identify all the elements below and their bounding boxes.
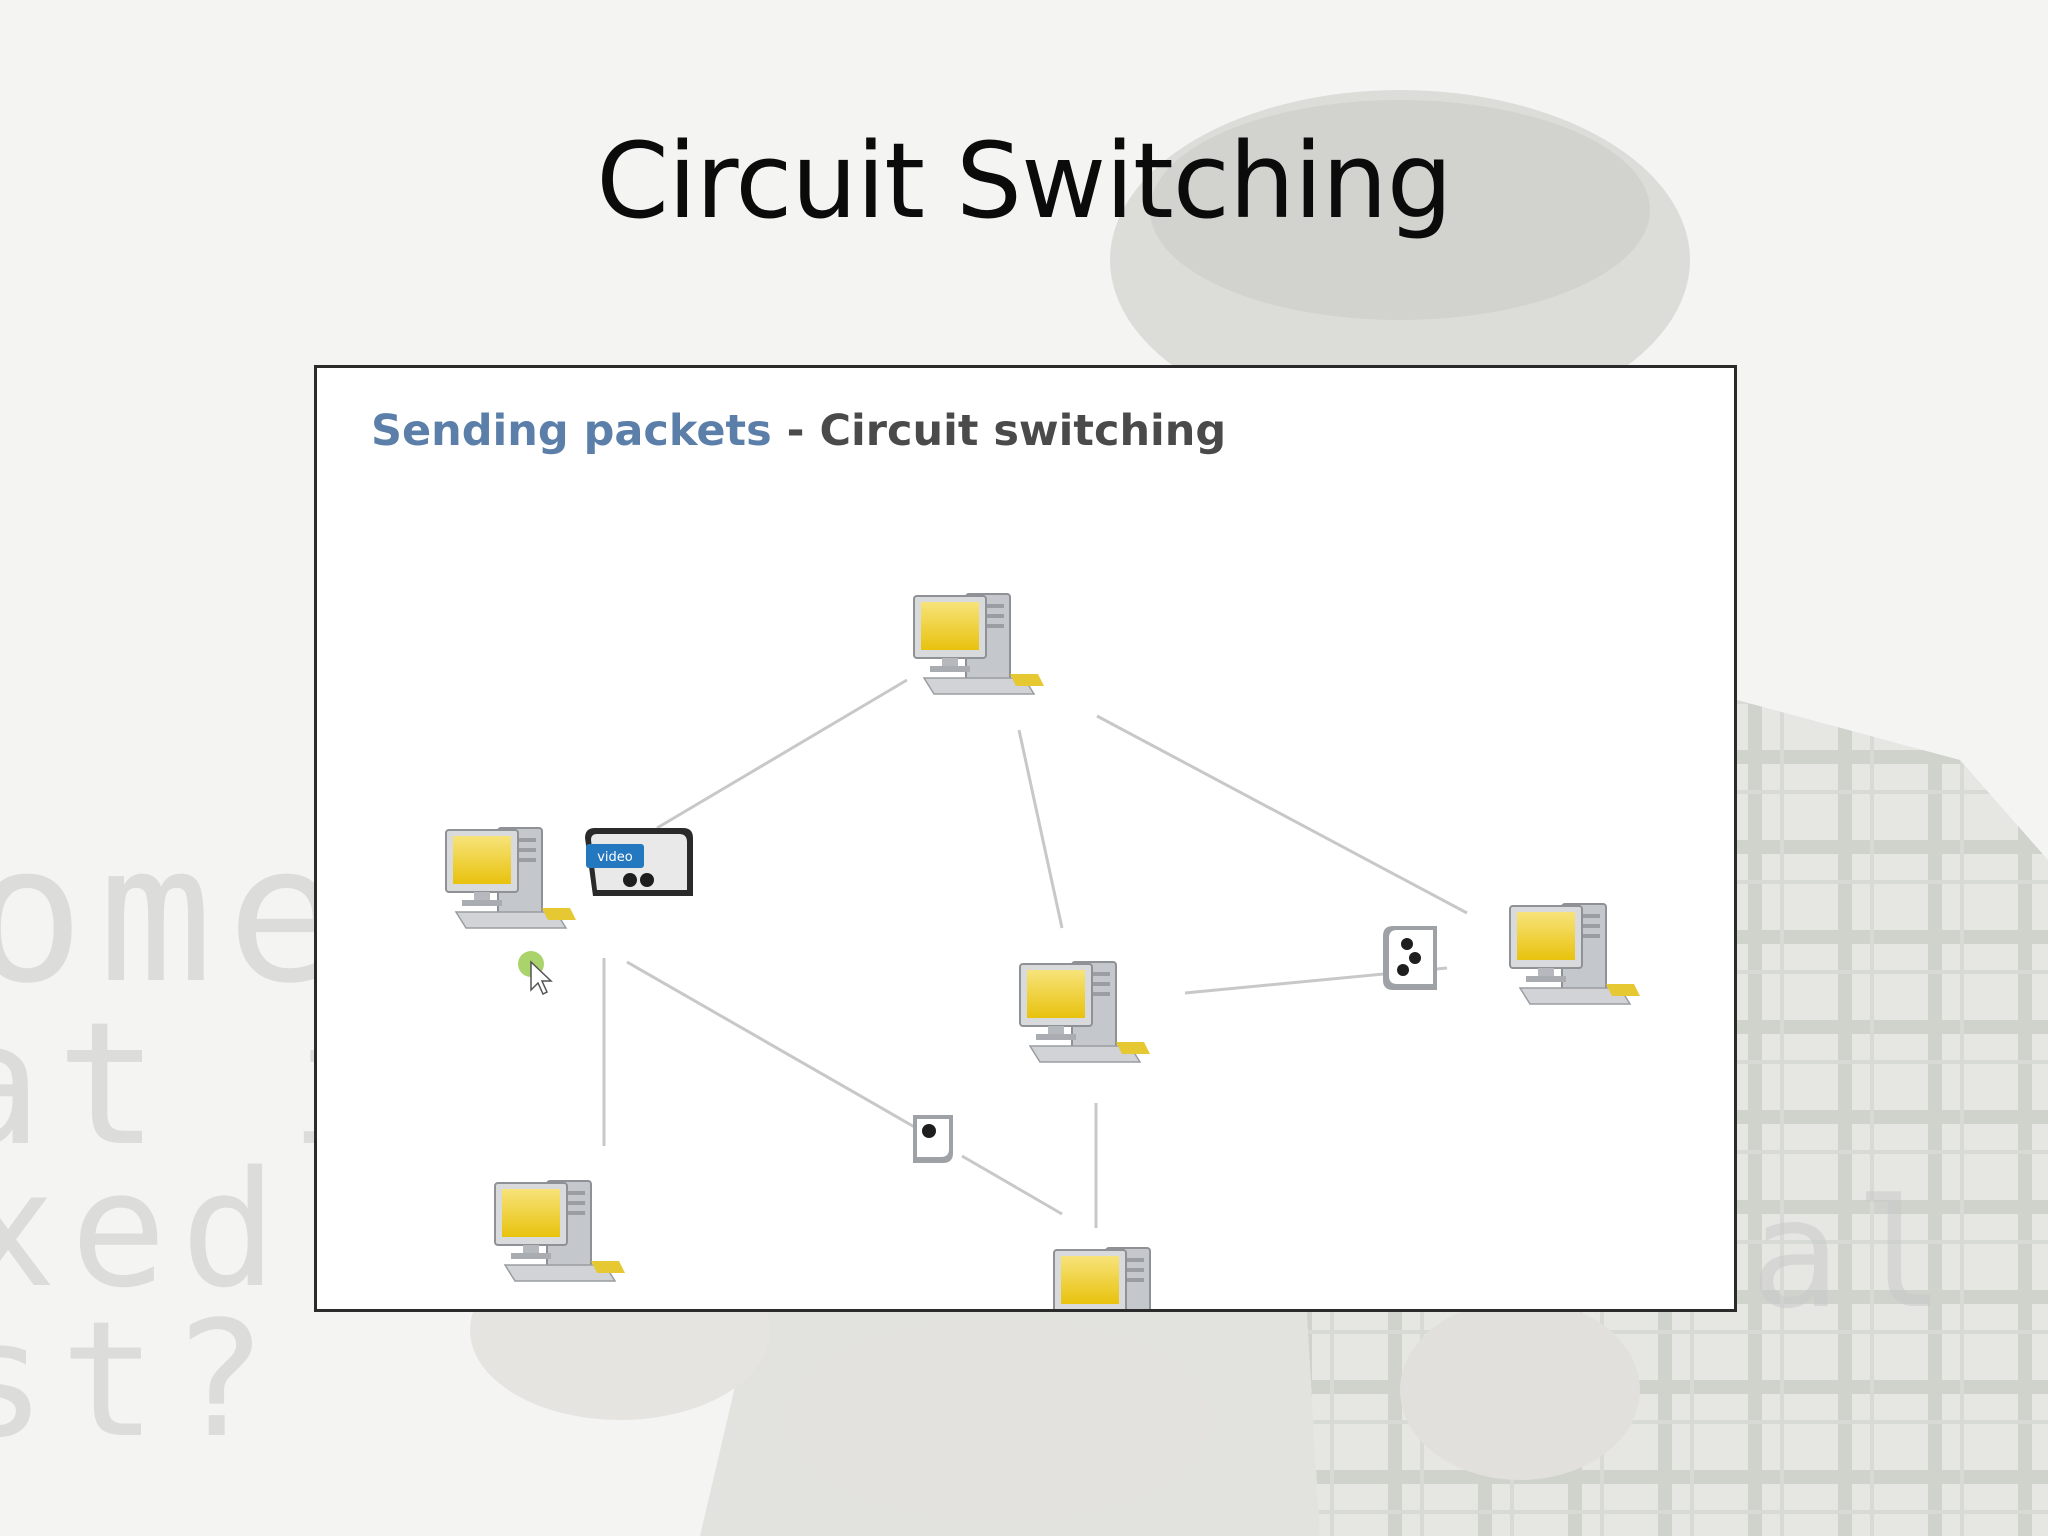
background-text-right: al	[1750, 1168, 1959, 1342]
background-text-line: st?	[0, 1286, 281, 1473]
frame-title-rest: - Circuit switching	[786, 406, 1227, 456]
video-packet-label: video	[597, 850, 633, 865]
pointer-cursor-icon	[518, 951, 553, 996]
video-frame: Sending packets - Circuit switching	[314, 365, 1737, 1312]
computer-left-icon	[445, 827, 577, 929]
slide-title: Circuit Switching	[596, 120, 1452, 242]
switch-bottom-icon	[913, 1115, 953, 1163]
link-top-center	[1017, 729, 1064, 929]
background-text-line: ome	[0, 804, 356, 1025]
computer-bottom-icon	[1053, 1247, 1185, 1309]
link-top-right	[1096, 714, 1468, 915]
link-left-switch	[626, 960, 926, 1135]
network-diagram: video	[445, 593, 1641, 1309]
switch-right-icon	[1383, 926, 1437, 990]
network-links	[602, 678, 1468, 1228]
computer-top-icon	[913, 593, 1045, 695]
video-packet	[586, 844, 644, 868]
frame-title-accent: Sending packets	[371, 406, 772, 456]
switch-with-packet-icon: video	[585, 828, 693, 896]
computer-right-icon	[1509, 903, 1641, 1005]
frame-title: Sending packets - Circuit switching	[371, 406, 1226, 456]
link-a-top	[656, 678, 908, 830]
computer-center-icon	[1019, 961, 1151, 1063]
computer-bottom-left-icon	[494, 1180, 626, 1282]
link-switch-bottom	[961, 1154, 1063, 1216]
